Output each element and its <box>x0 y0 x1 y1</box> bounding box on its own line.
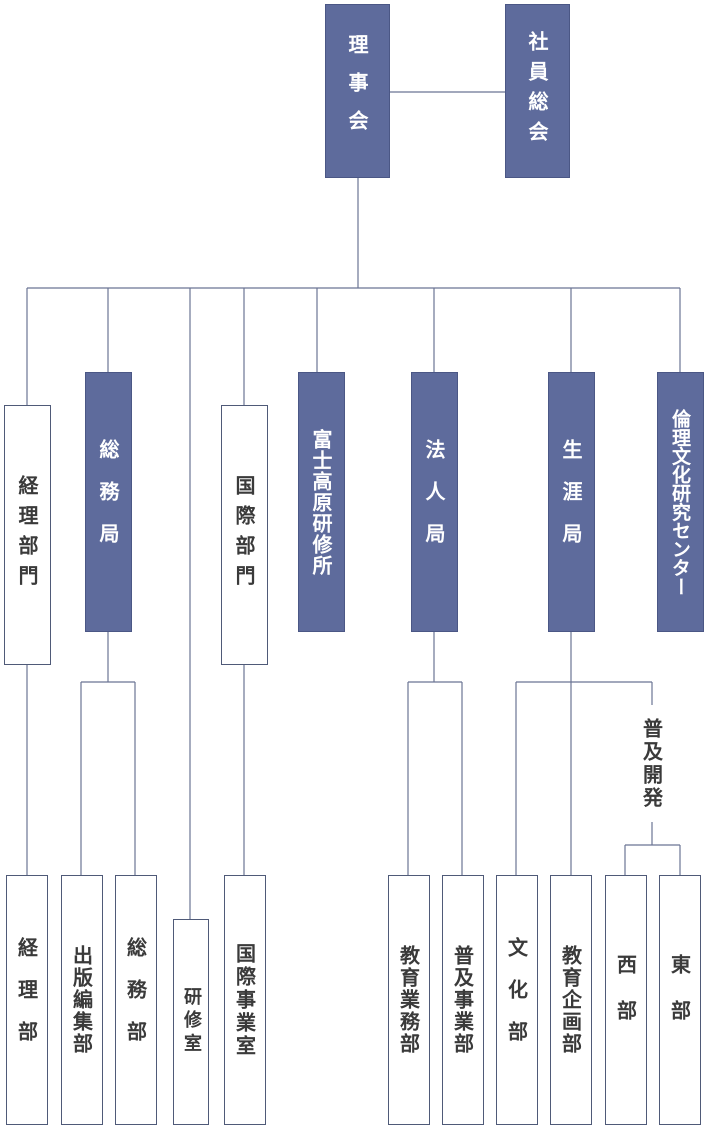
education-planning-dept-box: 教育企画部 <box>550 875 592 1125</box>
culture-dept-label: 文化部 <box>504 937 529 1063</box>
ethics-culture-center-label: 倫理文化研究センター <box>669 408 691 596</box>
international-division-box: 国際部門 <box>221 405 268 665</box>
publishing-dept-box: 出版編集部 <box>61 875 103 1125</box>
promotion-projects-dept-label: 普及事業部 <box>450 945 475 1055</box>
international-projects-room-box: 国際事業室 <box>224 875 266 1125</box>
ethics-culture-center-box: 倫理文化研究センター <box>657 372 704 632</box>
lifelong-bureau-label: 生涯局 <box>559 439 583 565</box>
fuji-kogen-institute-label: 富士高原研修所 <box>309 428 333 576</box>
accounting-dept-box: 経理部 <box>6 875 48 1125</box>
international-division-label: 国際部門 <box>232 475 256 595</box>
general-affairs-dept-label: 総務部 <box>123 937 148 1063</box>
accounting-division-box: 経理部門 <box>4 405 51 665</box>
international-projects-room-label: 国際事業室 <box>232 942 257 1058</box>
culture-dept-box: 文化部 <box>496 875 538 1125</box>
general-meeting-box: 社員総会 <box>505 4 570 178</box>
promotion-development-label-box: 普及開発 <box>636 705 668 822</box>
training-room-label: 研修室 <box>181 986 202 1058</box>
board-box: 理事会 <box>325 4 390 178</box>
general-affairs-bureau-label: 総務局 <box>96 439 120 565</box>
general-meeting-label: 社員総会 <box>525 31 549 151</box>
general-affairs-dept-box: 総務部 <box>115 875 157 1125</box>
accounting-dept-label: 経理部 <box>14 937 39 1063</box>
accounting-division-label: 経理部門 <box>15 475 39 595</box>
education-planning-dept-label: 教育企画部 <box>558 945 583 1055</box>
west-dept-label: 西部 <box>613 954 638 1046</box>
east-dept-box: 東部 <box>659 875 701 1125</box>
general-affairs-bureau-box: 総務局 <box>85 372 132 632</box>
publishing-dept-label: 出版編集部 <box>69 945 94 1055</box>
education-affairs-dept-label: 教育業務部 <box>396 945 421 1055</box>
west-dept-box: 西部 <box>605 875 647 1125</box>
promotion-development-label: 普及開発 <box>639 717 664 810</box>
corporate-bureau-label: 法人局 <box>422 439 446 565</box>
corporate-bureau-box: 法人局 <box>411 372 458 632</box>
fuji-kogen-institute-box: 富士高原研修所 <box>298 372 345 632</box>
east-dept-label: 東部 <box>667 954 692 1046</box>
training-room-box: 研修室 <box>173 919 209 1125</box>
board-label: 理事会 <box>345 34 369 148</box>
education-affairs-dept-box: 教育業務部 <box>388 875 430 1125</box>
promotion-projects-dept-box: 普及事業部 <box>442 875 484 1125</box>
lifelong-bureau-box: 生涯局 <box>548 372 595 632</box>
